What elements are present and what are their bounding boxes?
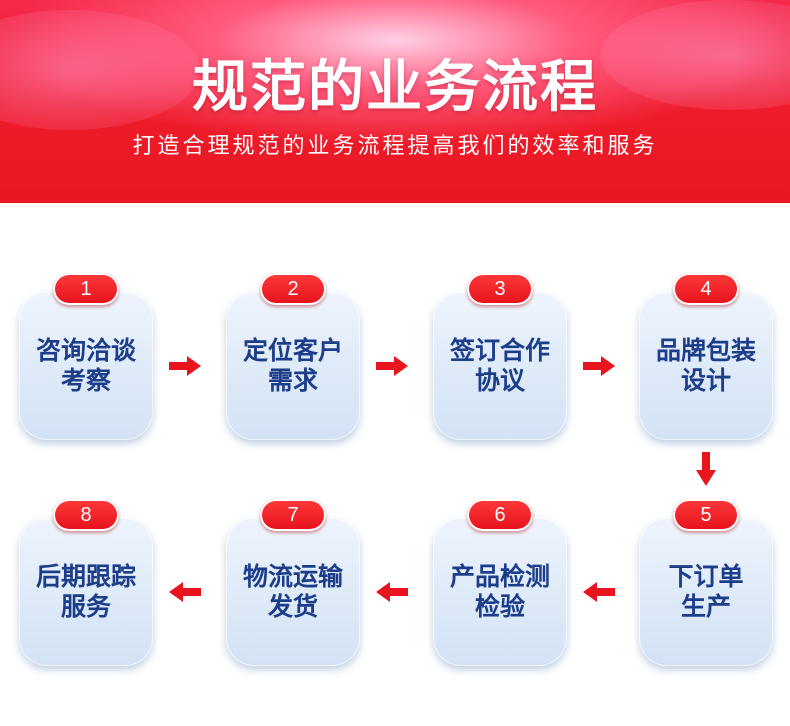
arrow-right-icon — [376, 356, 408, 376]
step-number-badge: 7 — [260, 499, 326, 531]
step-label: 后期跟踪服务 — [35, 562, 136, 621]
step-number-badge: 8 — [53, 499, 119, 531]
page-title: 规范的业务流程 — [192, 55, 598, 120]
step-number-badge: 3 — [467, 273, 533, 305]
step-card-8: 后期跟踪服务 — [19, 518, 153, 666]
step-label: 物流运输发货 — [242, 562, 343, 621]
arrow-down-icon — [696, 452, 716, 486]
arrow-left-icon — [583, 582, 615, 602]
step-card-3: 签订合作协议 — [433, 292, 567, 440]
banner-glow-left — [0, 10, 200, 130]
step-label: 产品检测检验 — [449, 562, 550, 621]
page-subtitle: 打造合理规范的业务流程提高我们的效率和服务 — [132, 134, 658, 159]
step-number-badge: 4 — [673, 273, 739, 305]
arrow-right-icon — [583, 356, 615, 376]
step-number-badge: 5 — [673, 499, 739, 531]
step-card-5: 下订单生产 — [639, 518, 773, 666]
step-number-badge: 6 — [467, 499, 533, 531]
step-card-4: 品牌包装设计 — [639, 292, 773, 440]
step-label: 定位客户需求 — [242, 336, 343, 395]
arrow-left-icon — [376, 582, 408, 602]
step-number-badge: 1 — [53, 273, 119, 305]
step-card-2: 定位客户需求 — [226, 292, 360, 440]
step-card-6: 产品检测检验 — [433, 518, 567, 666]
step-label: 签订合作协议 — [449, 336, 550, 395]
step-card-1: 咨询洽谈考察 — [19, 292, 153, 440]
arrow-left-icon — [169, 582, 201, 602]
step-label: 品牌包装设计 — [655, 336, 756, 395]
step-label: 下订单生产 — [668, 562, 744, 621]
step-number-badge: 2 — [260, 273, 326, 305]
arrow-right-icon — [169, 356, 201, 376]
header-banner: 规范的业务流程 打造合理规范的业务流程提高我们的效率和服务 — [0, 0, 790, 203]
step-label: 咨询洽谈考察 — [35, 336, 136, 395]
step-card-7: 物流运输发货 — [226, 518, 360, 666]
